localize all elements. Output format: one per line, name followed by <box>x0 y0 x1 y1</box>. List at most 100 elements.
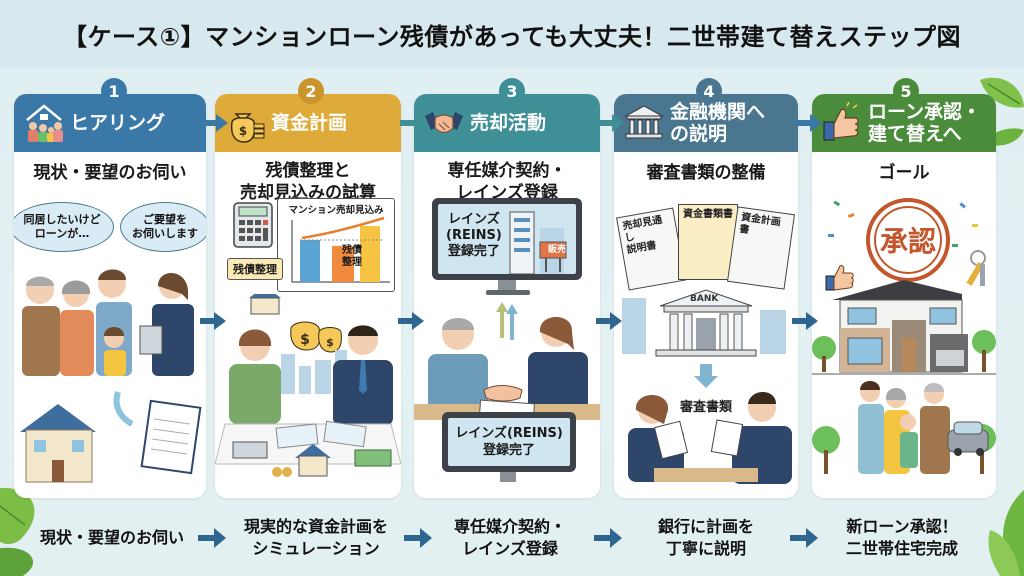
confetti-decoration-icon <box>828 200 978 247</box>
step-label-4-line2: の説明 <box>670 123 728 145</box>
bottom-caption-3-line1: 専任媒介契約・ <box>453 517 566 536</box>
speech-bubble-agent: ご要望を お伺いします <box>120 202 206 252</box>
page-title: 【ケース①】マンションローン残債があっても大丈夫！二世帯建て替えステップ図 <box>62 22 962 51</box>
bottom-caption-5-line1: 新ローン承認！ <box>846 517 958 536</box>
reins-monitor-top: レインズ (REINS) 登録完了 販売 <box>432 198 582 280</box>
bottom-caption-3: 専任媒介契約・ レインズ登録 <box>420 510 600 566</box>
bottom-summary-row: 現状・要望のお伺い 現実的な資金計画を シミュレーション 専任媒介契約・ レイン… <box>0 510 1024 566</box>
bottom-caption-5-line2: 二世帯住宅完成 <box>845 539 958 558</box>
arrow-right-icon <box>404 528 432 548</box>
house-keys-icon <box>966 250 986 286</box>
step-header-3: 売却活動 <box>414 94 600 152</box>
sale-sign: 販売 <box>547 245 566 255</box>
step-label-1: ヒアリング <box>70 112 166 134</box>
completed-house-family-illustration <box>812 280 996 474</box>
step-label-4-line1: 金融機関へ <box>670 101 766 123</box>
sale-estimate-chart: マンション売却見込み 残債 整理 <box>277 198 395 292</box>
money-bag-icon: $ <box>223 101 267 145</box>
chart-title: マンション売却見込み <box>288 205 384 216</box>
monitor-stand <box>498 280 516 290</box>
step-header-1: ヒアリング <box>14 94 206 152</box>
step-number-5: 5 <box>893 78 919 104</box>
monitor-bottom-stand <box>500 472 516 482</box>
family-consultation-illustration <box>20 269 202 483</box>
approval-stamp: 承認 <box>866 198 950 282</box>
monitor-text-line2: (REINS) <box>446 228 502 243</box>
arrow-right-icon <box>198 528 226 548</box>
document-funding-plan: 資金計画書 <box>726 206 796 290</box>
arrow-right-icon <box>400 114 426 132</box>
leaf-decoration-icon <box>988 490 1024 576</box>
step-subtitle-2-line1: 残債整理と <box>265 161 351 181</box>
monitor-base <box>486 290 530 295</box>
step-subtitle-5: ゴール <box>878 163 930 183</box>
monitor-bottom-text-line2: 登録完了 <box>482 443 535 458</box>
step-subtitle-3: 専任媒介契約・ レインズ登録 <box>414 152 600 204</box>
bottom-caption-4: 銀行に計画を 丁寧に説明 <box>616 510 796 566</box>
bottom-caption-1-text: 現状・要望のお伺い <box>39 528 184 547</box>
arrow-right-icon <box>398 312 424 330</box>
monitor-text-line1: レインズ <box>448 212 500 227</box>
family-house-icon <box>22 101 66 145</box>
bottom-caption-4-line2: 丁寧に説明 <box>665 539 746 558</box>
step-subtitle-4: 審査書類の整備 <box>646 163 766 183</box>
arrow-right-icon <box>796 114 822 132</box>
svg-text:$: $ <box>326 336 334 349</box>
step-number-4: 4 <box>696 78 722 104</box>
speech-bubble-family: 同居したいけど ローンが… <box>14 202 114 252</box>
debt-settlement-tag: 残債整理 <box>227 258 283 280</box>
step-card-3: 売却活動 専任媒介契約・ レインズ登録 レインズ (REINS) 登録完了 販売 <box>414 94 600 498</box>
arrow-right-icon <box>790 528 818 548</box>
handshake-icon <box>422 101 466 145</box>
step-number-2: 2 <box>298 78 324 104</box>
reins-registration-text: レインズ (REINS) 登録完了 <box>446 212 502 260</box>
step-label-5: ローン承認・ 建て替えへ <box>868 101 981 145</box>
document-sale-outlook: 売却見通し 説明書 <box>616 207 686 291</box>
bottom-caption-1: 現状・要望のお伺い <box>22 510 202 566</box>
calculator-icon <box>233 202 273 248</box>
thumbs-up-small-icon <box>825 265 854 291</box>
svg-text:$: $ <box>300 332 310 348</box>
arrow-right-icon <box>792 312 818 330</box>
step-card-5: ローン承認・ 建て替えへ ゴール 承認 <box>812 94 996 498</box>
bank-icon <box>622 101 666 145</box>
building-icon <box>509 211 567 274</box>
step-label-2: 資金計画 <box>271 112 348 134</box>
monitor-bottom-text-line1: レインズ(REINS) <box>455 426 563 441</box>
step-number-1: 1 <box>101 78 127 104</box>
step-subtitle-3-line1: 専任媒介契約・ <box>447 161 567 181</box>
step-label-5-line1: ローン承認・ <box>868 101 982 123</box>
arrow-right-icon <box>596 312 622 330</box>
financial-planning-illustration: $ $ <box>215 294 401 477</box>
reins-monitor-bottom: レインズ(REINS) 登録完了 <box>442 412 576 472</box>
monitor-text-line3: 登録完了 <box>447 244 500 259</box>
bottom-caption-3-line2: レインズ登録 <box>462 539 558 558</box>
bottom-caption-2-line2: シミュレーション <box>252 539 380 558</box>
chart-bar-label: 残債 整理 <box>342 245 362 268</box>
arrow-right-icon <box>202 114 228 132</box>
bottom-caption-4-line1: 銀行に計画を <box>657 517 754 536</box>
bottom-caption-2: 現実的な資金計画を シミュレーション <box>226 510 406 566</box>
bottom-caption-5: 新ローン承認！ 二世帯住宅完成 <box>812 510 992 566</box>
bank-sign: BANK <box>690 294 719 304</box>
step-subtitle-1: 現状・要望のお伺い <box>33 163 187 183</box>
svg-text:$: $ <box>239 124 247 138</box>
title-bar: 【ケース①】マンションローン残債があっても大丈夫！二世帯建て替えステップ図 <box>0 0 1024 68</box>
step-card-2: $ 資金計画 残債整理と 売却見込みの試算 マンション売却見込み 残債 整理 <box>215 94 401 498</box>
bottom-caption-2-line1: 現実的な資金計画を <box>243 517 388 536</box>
step-label-5-line2: 建て替えへ <box>868 123 962 145</box>
thumbs-up-icon <box>820 101 864 145</box>
step-subtitle-2: 残債整理と 売却見込みの試算 <box>215 152 401 204</box>
step-label-3: 売却活動 <box>470 112 547 134</box>
step-number-3: 3 <box>499 78 525 104</box>
step-label-4: 金融機関へ の説明 <box>670 101 765 145</box>
step-card-4: 金融機関へ の説明 審査書類の整備 売却見通し 説明書 資金書類書 資金計画書 … <box>614 94 798 498</box>
review-documents-label: 審査書類 <box>680 400 733 415</box>
step-card-1: ヒアリング 現状・要望のお伺い 同居したいけど ローンが… ご要望を お伺いしま… <box>14 94 206 498</box>
arrow-right-icon <box>598 114 624 132</box>
arrow-right-icon <box>200 312 226 330</box>
arrow-right-icon <box>594 528 622 548</box>
chart-bars <box>291 216 390 283</box>
bank-review-illustration <box>622 289 792 484</box>
leaf-decoration-icon <box>0 488 35 576</box>
